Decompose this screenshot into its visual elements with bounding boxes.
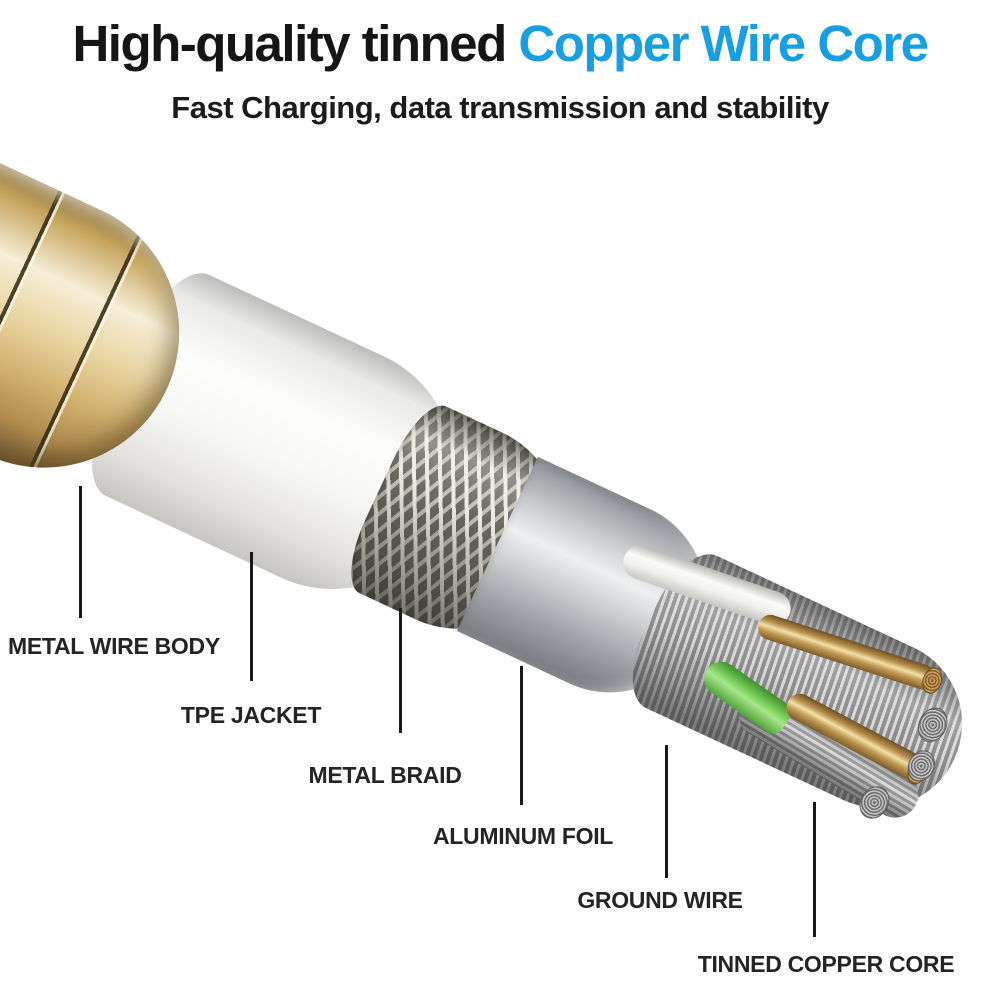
leader-line-tpe-jacket — [250, 552, 253, 681]
page-subtitle: Fast Charging, data transmission and sta… — [171, 90, 829, 125]
label-tpe-jacket: TPE JACKET — [180, 702, 322, 728]
label-tinned-copper-core: TINNED COPPER CORE — [697, 951, 955, 977]
leader-line-tinned-copper-core — [813, 802, 816, 937]
title-black-part: High-quality tinned — [72, 15, 519, 72]
title-accent-part: Copper Wire Core — [518, 15, 929, 72]
page-title: High-quality tinned Copper Wire Core — [0, 14, 1000, 74]
leader-line-metal-braid — [399, 608, 402, 733]
leader-line-ground-wire — [665, 745, 668, 878]
label-metal-braid: METAL BRAID — [308, 762, 462, 788]
leader-line-aluminum-foil — [520, 666, 523, 805]
leader-line-metal-wire-body — [79, 486, 82, 618]
label-ground-wire: GROUND WIRE — [577, 887, 743, 913]
label-aluminum-foil: ALUMINUM FOIL — [432, 823, 614, 849]
label-metal-wire-body: METAL WIRE BODY — [8, 633, 220, 659]
